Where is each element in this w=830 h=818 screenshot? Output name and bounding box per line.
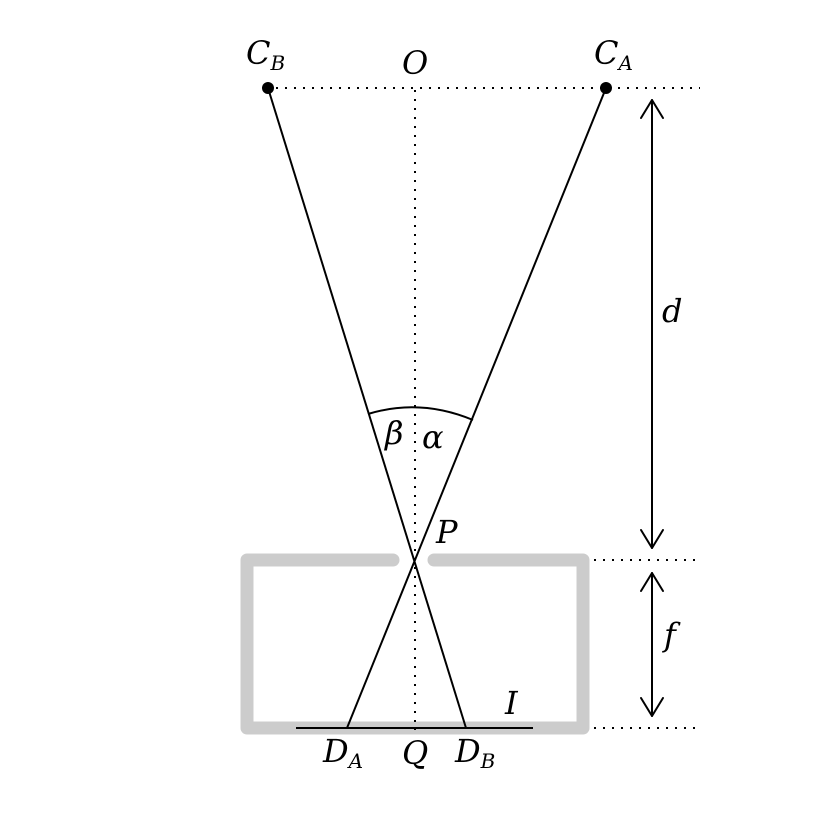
angle-arc — [367, 406, 474, 421]
label-q: Q — [402, 734, 428, 772]
ray-cb-to-db — [267, 87, 467, 729]
f-arrow-head-top — [640, 572, 664, 592]
rays — [267, 87, 607, 729]
point-ca — [600, 82, 612, 94]
label-alpha: α — [422, 418, 444, 456]
label-f: f — [662, 616, 681, 654]
guide-lines — [276, 87, 700, 730]
label-ca: CA — [594, 34, 633, 75]
label-d: d — [662, 292, 682, 330]
f-arrow-head-bottom — [640, 697, 664, 717]
point-cb — [262, 82, 274, 94]
label-beta: β — [384, 414, 404, 452]
label-db: DB — [454, 732, 495, 773]
label-o: O — [402, 44, 428, 82]
dimension-d — [640, 99, 664, 549]
dimension-f — [640, 572, 664, 717]
label-p: P — [435, 513, 458, 551]
label-i: I — [504, 684, 519, 722]
d-arrow-head-top — [640, 99, 664, 119]
ray-ca-to-da — [346, 87, 607, 729]
label-cb: CB — [246, 34, 285, 75]
d-arrow-head-bottom — [640, 529, 664, 549]
label-da: DA — [322, 732, 363, 773]
